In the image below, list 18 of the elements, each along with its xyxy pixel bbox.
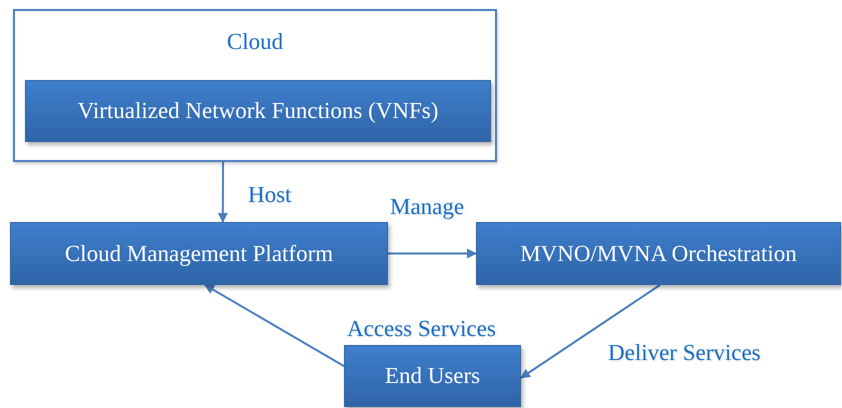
group-title: Cloud [226,29,284,54]
arrow [204,284,344,367]
process-box [476,222,841,285]
edge-label: Access Services [347,316,496,342]
arrow [520,284,661,379]
group-container [13,9,497,162]
box-label: Virtualized Network Functions (VNFs) [78,98,438,124]
arrow [388,248,477,258]
arrow [218,162,228,223]
edge-label: Deliver Services [608,340,761,366]
box-label: MVNO/MVNA Orchestration [520,240,797,266]
edge-label: Host [248,182,292,208]
process-box [10,222,388,285]
process-box [25,80,491,142]
box-label: End Users [384,363,480,389]
process-box [344,345,521,407]
box-label: Cloud Management Platform [64,240,334,266]
edge-label: Manage [390,194,464,220]
